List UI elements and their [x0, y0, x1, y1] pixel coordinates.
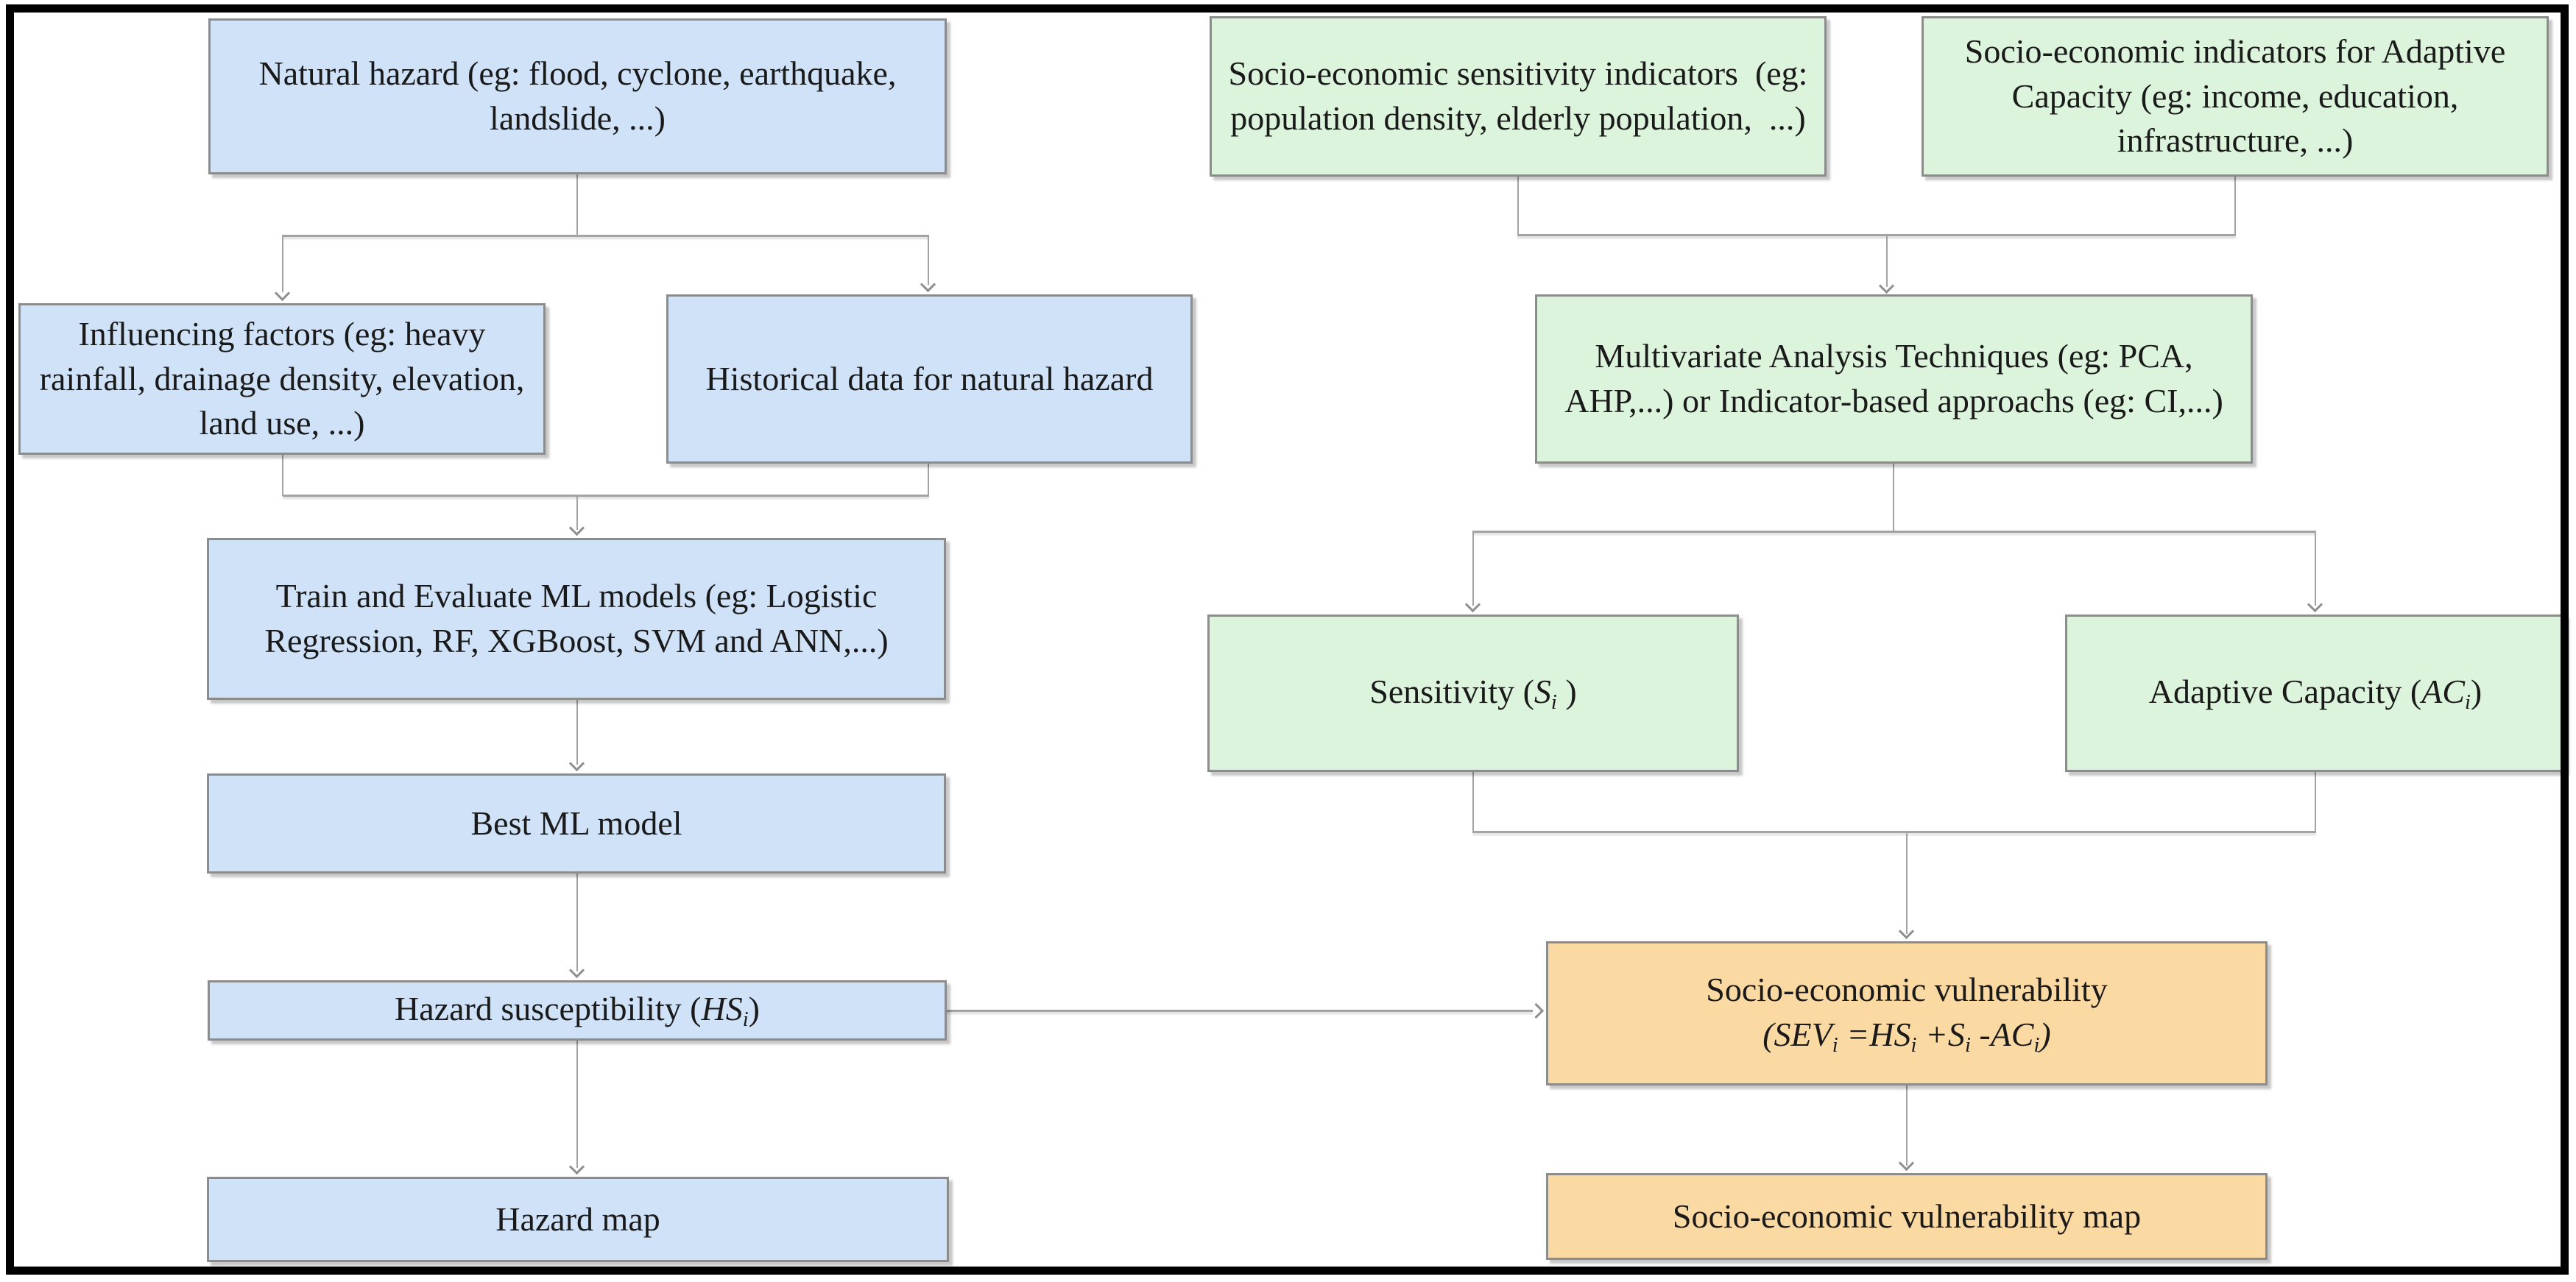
sensitivity-indicators-label: Socio-economic sensitivity indicators (e…: [1228, 54, 1816, 137]
sev-label-line1: Socio-economic vulnerability: [1706, 970, 2108, 1008]
arrowhead-sev-top-icon: [1898, 923, 1915, 940]
multivariate-box: Multivariate Analysis Techniques (eg: PC…: [1535, 294, 2253, 464]
connector-to-historical-data: [928, 235, 929, 285]
connector-to-influencing-factors: [282, 235, 283, 292]
historical-data-box: Historical data for natural hazard: [666, 294, 1193, 464]
adaptive-indicators-label: Socio-economic indicators for Adaptive C…: [1964, 32, 2514, 160]
arrowhead-sev-left-icon: [1528, 1002, 1545, 1019]
influencing-factors-label: Influencing factors (eg: heavy rainfall,…: [39, 314, 533, 442]
hazard-map-label: Hazard map: [495, 1200, 660, 1238]
connector-susceptibility-to-sev: [944, 1010, 1533, 1012]
connector-natural-hazard-split: [283, 235, 929, 237]
adaptive-capacity-label: Adaptive Capacity (ACi): [2148, 673, 2483, 715]
historical-data-label: Historical data for natural hazard: [705, 359, 1154, 397]
connector-to-adaptive: [2315, 531, 2316, 606]
sev-box: Socio-economic vulnerability (SEVi =HSi …: [1546, 941, 2268, 1086]
connector-multivariate-stem: [1893, 464, 1894, 532]
train-evaluate-label: Train and Evaluate ML models (eg: Logist…: [264, 577, 889, 659]
arrowhead-adaptive-icon: [2307, 596, 2323, 613]
influencing-factors-box: Influencing factors (eg: heavy rainfall,…: [18, 303, 546, 455]
connector-sev-merge: [1472, 831, 2316, 833]
sensitivity-label: Sensitivity (Si ): [1369, 673, 1577, 715]
connector-historical-down: [928, 464, 929, 496]
arrowhead-sev-map-icon: [1898, 1155, 1915, 1172]
sev-map-box: Socio-economic vulnerability map: [1546, 1173, 2268, 1260]
connector-multivariate-split: [1472, 531, 2316, 533]
arrowhead-influencing-factors-icon: [274, 285, 291, 302]
connector-sev-to-sev-map: [1906, 1086, 1908, 1166]
arrowhead-historical-data-icon: [920, 276, 936, 293]
adaptive-indicators-box: Socio-economic indicators for Adaptive C…: [1922, 16, 2549, 177]
connector-susceptibility-to-hazard-map: [576, 1041, 578, 1168]
connector-influencing-down: [282, 455, 283, 496]
connector-adaptive-down: [2315, 772, 2316, 832]
multivariate-label: Multivariate Analysis Techniques (eg: PC…: [1564, 337, 2223, 419]
sev-map-label: Socio-economic vulnerability map: [1672, 1197, 2142, 1235]
connector-to-train: [576, 495, 578, 530]
arrowhead-train-icon: [568, 520, 585, 536]
sensitivity-box: Sensitivity (Si ): [1207, 615, 1739, 772]
natural-hazard-box: Natural hazard (eg: flood, cyclone, eart…: [208, 18, 947, 174]
adaptive-capacity-box: Adaptive Capacity (ACi): [2065, 615, 2566, 772]
arrowhead-hazard-map-icon: [568, 1158, 585, 1175]
hazard-map-box: Hazard map: [207, 1177, 949, 1262]
connector-to-multivariate: [1886, 234, 1888, 287]
arrowhead-susceptibility-icon: [568, 962, 585, 979]
best-ml-model-label: Best ML model: [470, 804, 682, 842]
connector-indicators-merge: [1517, 234, 2236, 236]
connector-sensitivity-down: [1472, 772, 1474, 832]
connector-best-to-susceptibility: [576, 874, 578, 971]
hazard-susceptibility-label: Hazard susceptibility (HSi): [395, 990, 760, 1032]
connector-train-to-best: [576, 700, 578, 765]
connector-to-sensitivity: [1472, 531, 1474, 606]
connector-sens-indicators-down: [1517, 177, 1519, 235]
sensitivity-indicators-box: Socio-economic sensitivity indicators (e…: [1210, 16, 1827, 177]
hazard-susceptibility-box: Hazard susceptibility (HSi): [208, 980, 947, 1041]
train-evaluate-box: Train and Evaluate ML models (eg: Logist…: [207, 538, 946, 700]
sev-formula: (SEVi =HSi +Si -ACi): [1762, 1015, 2051, 1057]
connector-natural-hazard-stem: [576, 174, 578, 236]
best-ml-model-box: Best ML model: [207, 773, 946, 874]
arrowhead-best-ml-icon: [568, 755, 585, 772]
connector-to-sev: [1906, 831, 1908, 934]
natural-hazard-label: Natural hazard (eg: flood, cyclone, eart…: [258, 54, 905, 137]
connector-ac-indicators-down: [2234, 177, 2236, 235]
arrowhead-sensitivity-icon: [1464, 596, 1481, 613]
arrowhead-multivariate-icon: [1878, 277, 1895, 294]
connector-merge-to-train: [283, 495, 929, 497]
